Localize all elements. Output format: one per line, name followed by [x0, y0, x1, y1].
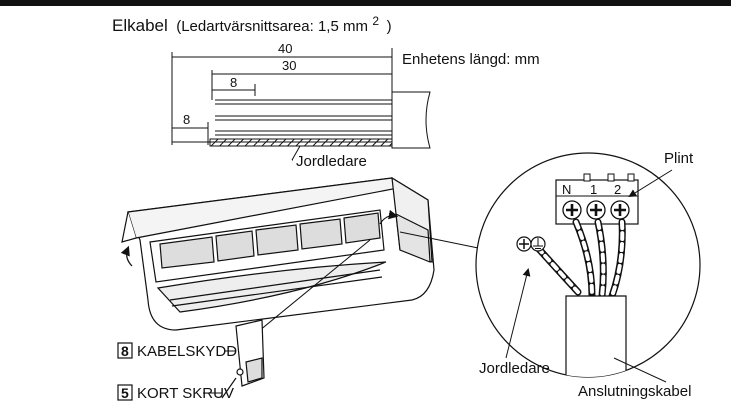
cover-label: KABELSKYDD [137, 343, 237, 360]
detail-pointer [399, 231, 489, 251]
cable-cover-part [221, 319, 265, 399]
plint-label: Plint [664, 150, 694, 167]
title-sup: 2 [372, 14, 379, 28]
screw-num: 5 [121, 385, 129, 401]
cover-pointer [247, 239, 371, 341]
ground-arrow [505, 268, 531, 359]
ground-label: Jordledare [479, 360, 550, 377]
cable-label: Anslutningskabel [578, 383, 691, 400]
dim-8-left: 8 [183, 112, 190, 127]
cover-num: 8 [121, 343, 129, 359]
plint-arrow [628, 169, 673, 198]
title-paren: (Ledartvärsnittsarea: 1,5 mm [176, 18, 368, 35]
dim-30: 30 [282, 58, 296, 73]
terminal-1: 1 [590, 182, 597, 197]
indoor-unit [120, 176, 435, 331]
title-close: ) [387, 18, 392, 35]
title-main: Elkabel [112, 16, 168, 35]
dim-40: 40 [278, 41, 292, 56]
unit-label: Enhetens längd: mm [402, 51, 540, 68]
terminal-N: N [562, 182, 571, 197]
cable-ground-label: Jordledare [296, 153, 367, 170]
screw-num-box [117, 384, 133, 401]
cover-num-box [117, 342, 133, 359]
title: Elkabel (Ledartvärsnittsarea: 1,5 mm 2 ) [112, 12, 392, 35]
cable-leader [613, 357, 667, 383]
top-bar [0, 0, 731, 6]
cable-strip-drawing [171, 48, 431, 161]
dim-8-top: 8 [230, 75, 237, 90]
screw-label: KORT SKRUV [137, 385, 234, 402]
terminal-detail [516, 173, 639, 377]
terminal-2: 2 [614, 182, 621, 197]
